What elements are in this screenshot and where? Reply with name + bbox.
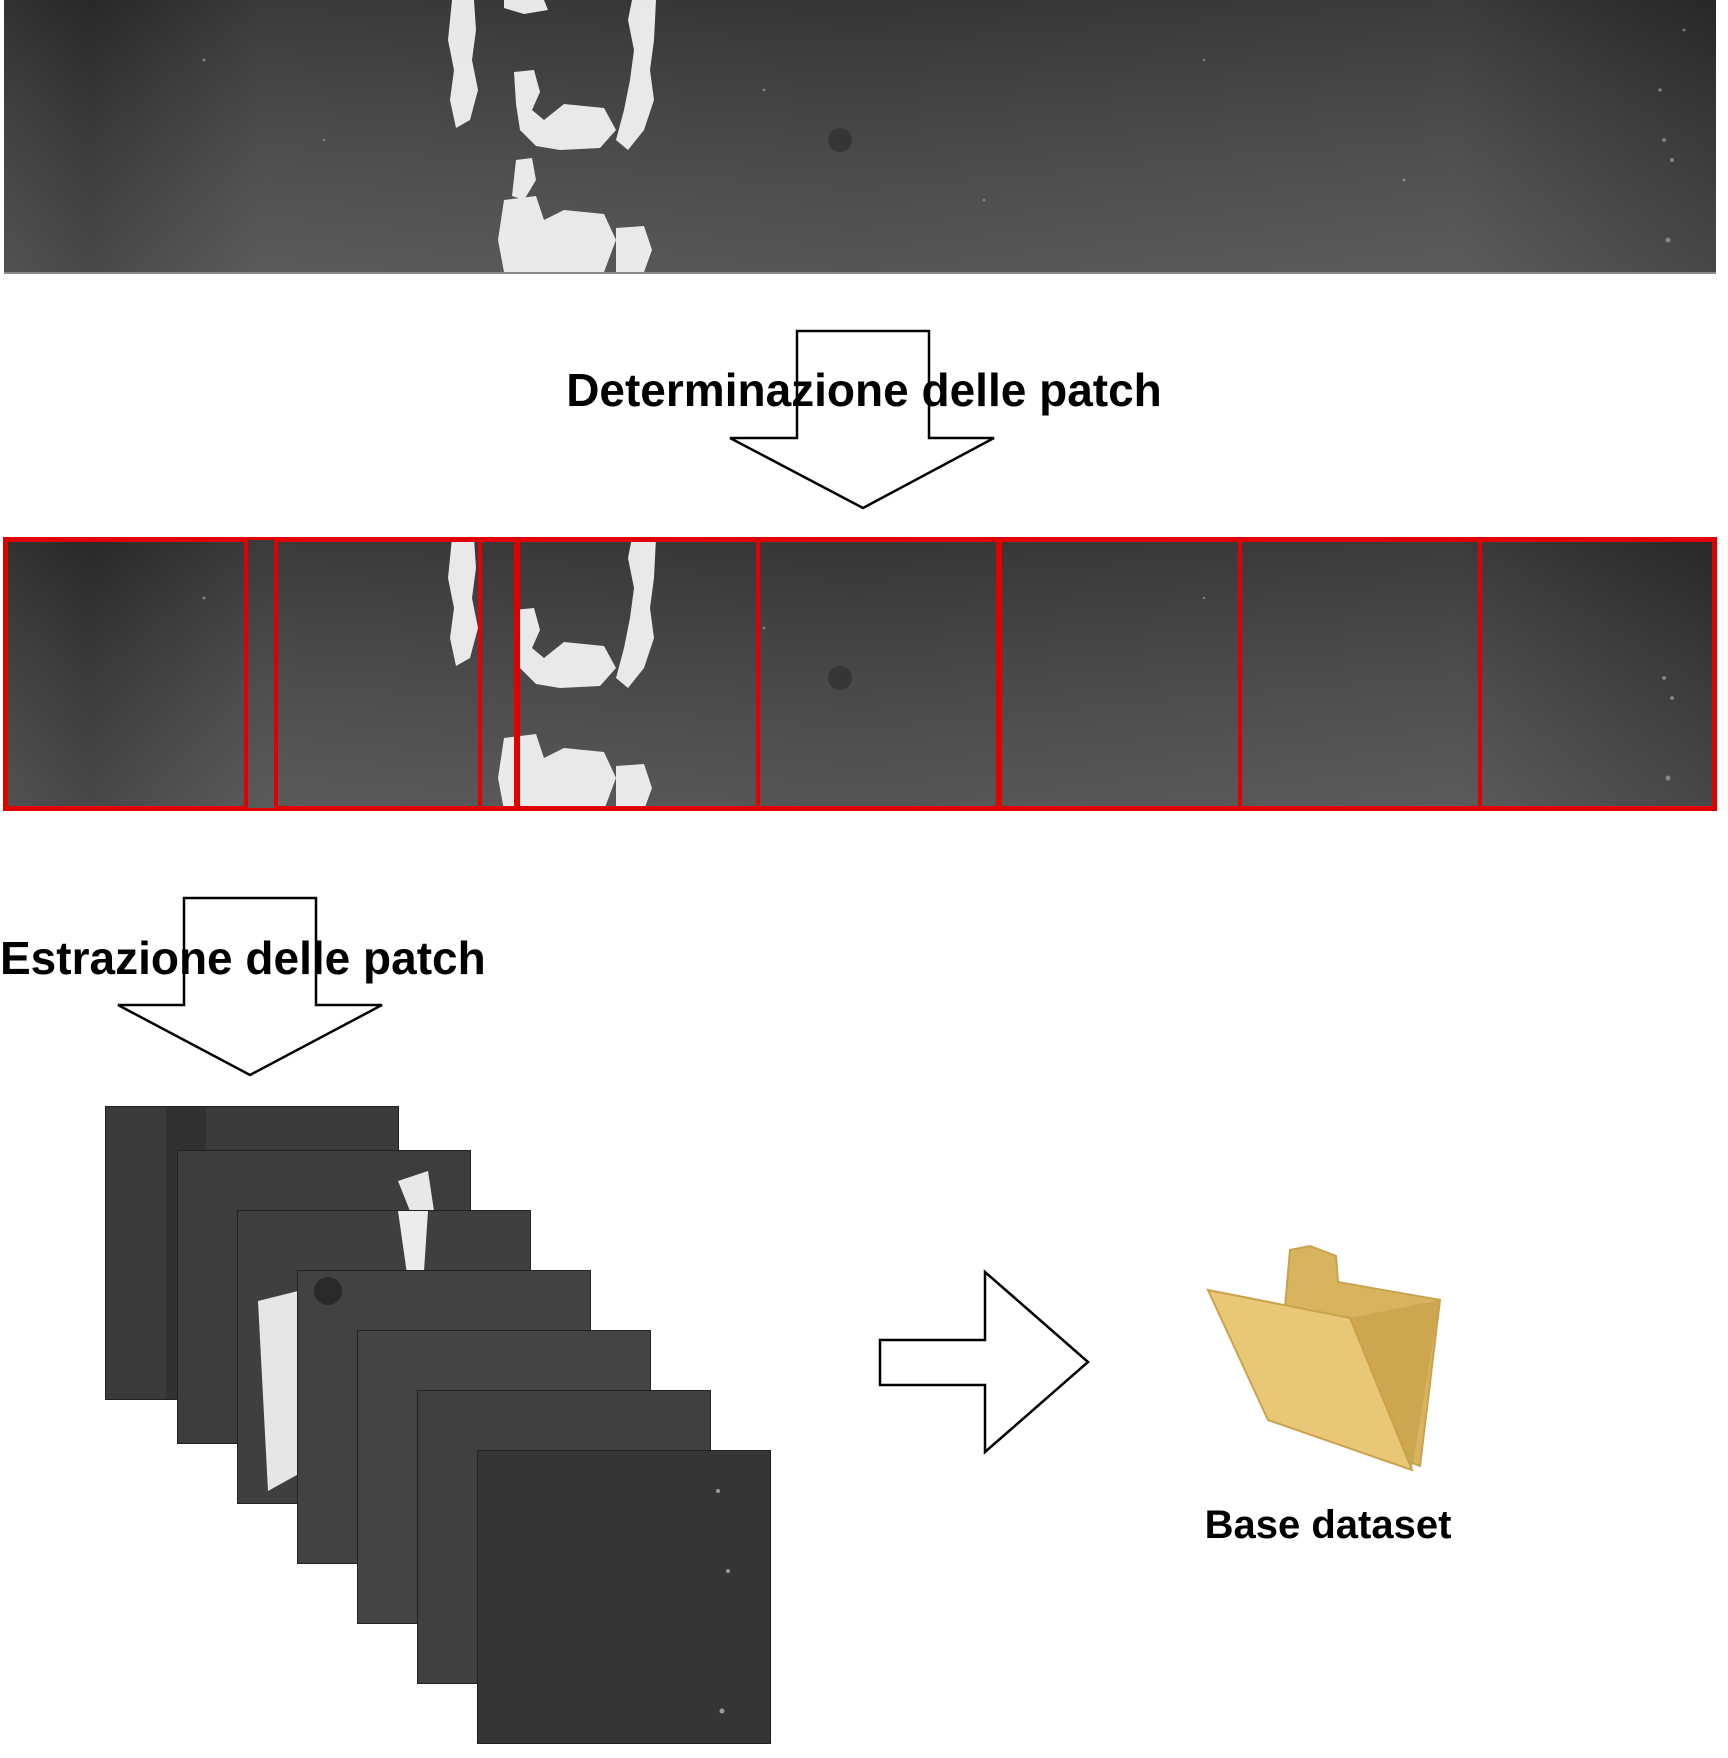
patch-tile xyxy=(477,1450,771,1744)
original-surface-image xyxy=(4,0,1716,274)
step-label-patch-determination: Determinazione delle patch xyxy=(566,364,1162,416)
step-label-patch-extraction: Estrazione delle patch xyxy=(0,932,486,984)
output-label-base-dataset: Base dataset xyxy=(1204,1503,1452,1547)
patched-surface-image xyxy=(3,537,1717,811)
